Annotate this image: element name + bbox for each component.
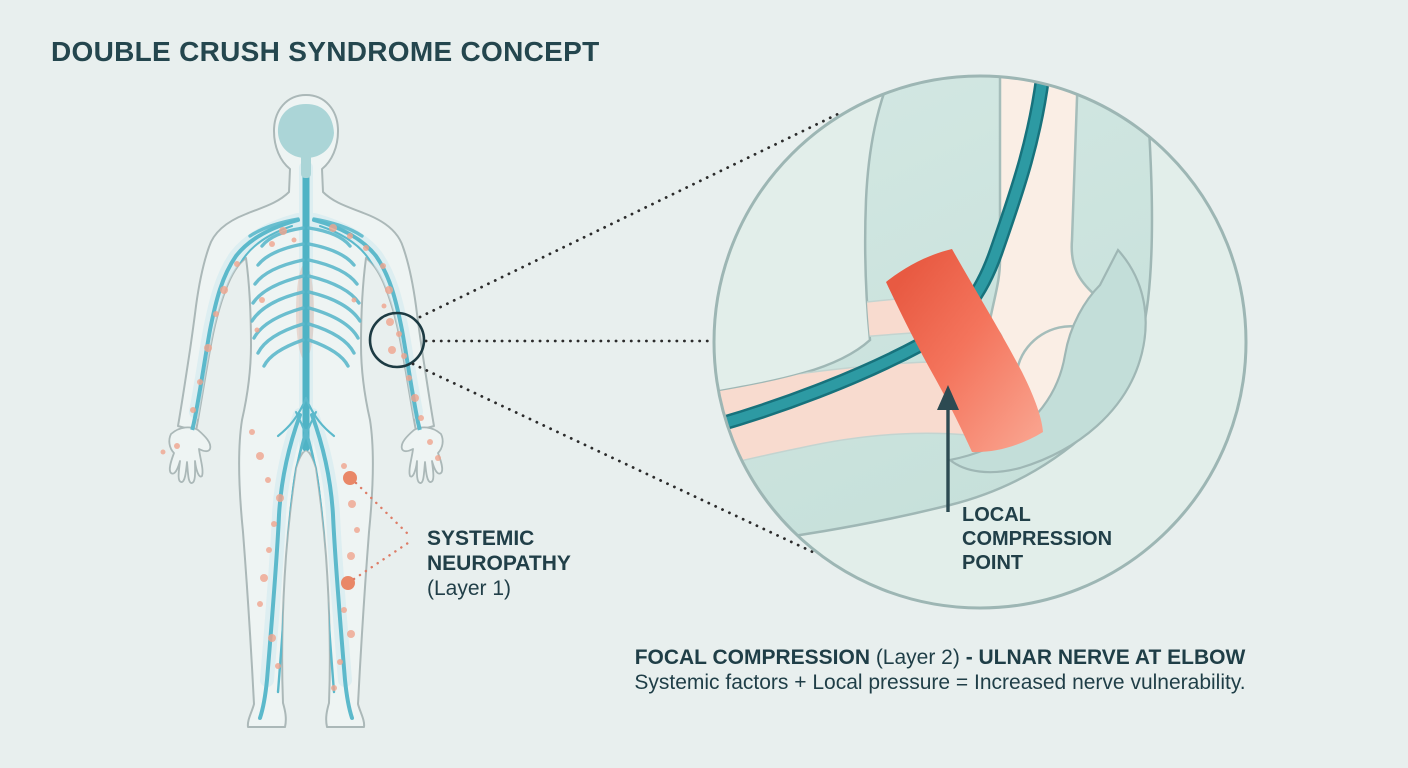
caption-line1: FOCAL COMPRESSION (Layer 2) - ULNAR NERV… bbox=[590, 645, 1290, 670]
neuropathy-dots bbox=[160, 224, 441, 691]
systemic-label-line1: SYSTEMIC bbox=[427, 527, 535, 550]
caption-line2: Systemic factors + Local pressure = Incr… bbox=[634, 671, 1246, 694]
caption-focal-compression: FOCAL COMPRESSION bbox=[634, 646, 870, 669]
zoom-connector-lines bbox=[411, 112, 840, 556]
caption-layer2: (Layer 2) bbox=[869, 646, 966, 669]
systemic-connector-lines bbox=[352, 481, 413, 581]
systemic-label-line2: NEUROPATHY bbox=[427, 552, 571, 575]
right-hand bbox=[400, 426, 444, 484]
elbow-focus-ring bbox=[368, 311, 426, 369]
systemic-neuropathy-label: SYSTEMIC NEUROPATHY (Layer 1) bbox=[427, 526, 571, 601]
joint-capsule-hook bbox=[947, 248, 1147, 474]
brain bbox=[277, 104, 334, 178]
neuropathy-dots-highlighted bbox=[341, 471, 357, 590]
caption-ulnar-nerve: - ULNAR NERVE AT ELBOW bbox=[965, 646, 1246, 669]
compression-band bbox=[886, 249, 1043, 453]
page-title: DOUBLE CRUSH SYNDROME CONCEPT bbox=[51, 36, 600, 67]
nervous-system bbox=[182, 156, 430, 720]
local-compression-label: LOCAL COMPRESSION POINT bbox=[962, 503, 1112, 575]
arrow-up-indicator bbox=[937, 385, 959, 512]
systemic-label-layer: (Layer 1) bbox=[427, 577, 512, 600]
inset-border bbox=[712, 74, 1248, 610]
local-label-line1: LOCAL bbox=[962, 504, 1031, 526]
local-label-line3: POINT bbox=[962, 552, 1024, 574]
left-hand bbox=[168, 426, 212, 484]
body-figure bbox=[160, 94, 444, 728]
bottom-caption: FOCAL COMPRESSION (Layer 2) - ULNAR NERV… bbox=[590, 645, 1290, 695]
thoracic-nerves bbox=[248, 217, 364, 368]
local-label-line2: COMPRESSION bbox=[962, 528, 1113, 550]
elbow-inset bbox=[712, 74, 1248, 610]
